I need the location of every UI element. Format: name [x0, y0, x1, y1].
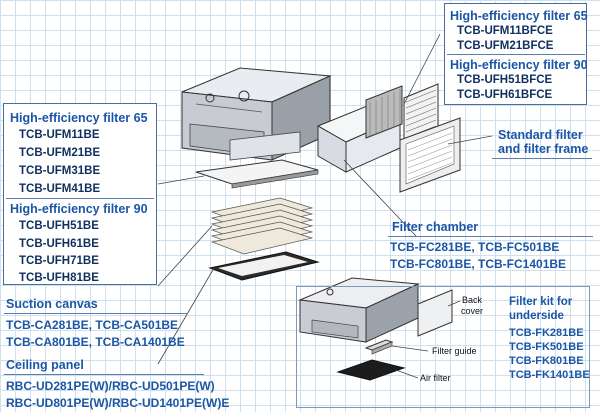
filter-kit-model-4: TCB-FK1401BE [509, 369, 590, 381]
indoor-unit-illustration [181, 67, 332, 161]
ceiling-panel-title: Ceiling panel [6, 358, 84, 372]
leader-lines [157, 33, 493, 379]
back-cover-illustration [417, 289, 453, 337]
ceiling-panel-models-2: RBC-UD801PE(W)/RBC-UD1401PE(W)E [6, 396, 230, 410]
left-group1-title: High-efficiency filter 65 [10, 111, 148, 125]
standard-filter-label-line2: and filter frame [498, 142, 589, 156]
top-right-divider [447, 54, 585, 55]
filter-kit-panel [296, 286, 590, 408]
ceiling-panel-underline [4, 374, 204, 375]
back-cover-label-line2: cover [461, 306, 484, 316]
filter-chamber-title: Filter chamber [392, 220, 479, 234]
left-group1-model-3: TCB-UFM31BE [19, 165, 101, 177]
filter-kit-title-line2: underside [509, 310, 564, 322]
left-filter-panel [3, 103, 157, 285]
top-right-group1-title: High-efficiency filter 65 [450, 9, 588, 23]
top-right-group2-model-2: TCB-UFH61BFCE [457, 89, 553, 101]
ceiling-panel-illustration [208, 251, 320, 281]
left-group2-model-1: TCB-UFH51BE [19, 220, 99, 232]
filter-kit-model-2: TCB-FK501BE [509, 341, 584, 353]
left-group2-model-4: TCB-UFH81BE [19, 272, 99, 284]
top-right-group1-model-1: TCB-UFM11BFCE [457, 25, 553, 37]
left-group2-model-2: TCB-UFH61BE [19, 238, 99, 250]
left-group2-model-3: TCB-UFH71BE [19, 255, 99, 267]
filter-kit-model-3: TCB-FK801BE [509, 355, 584, 367]
filter-kit-model-1: TCB-FK281BE [509, 327, 584, 339]
suction-canvas-models-2: TCB-CA801BE, TCB-CA1401BE [6, 335, 185, 349]
left-group2-title: High-efficiency filter 90 [10, 202, 148, 216]
air-filter-illustration [336, 359, 406, 381]
ceiling-panel-models-1: RBC-UD281PE(W)/RBC-UD501PE(W) [6, 379, 215, 393]
left-group1-model-4: TCB-UFM41BE [19, 183, 101, 195]
left-panel-divider [6, 198, 154, 199]
filter-chamber-models-2: TCB-FC801BE, TCB-FC1401BE [390, 257, 567, 271]
suction-canvas-models-1: TCB-CA281BE, TCB-CA501BE [6, 318, 179, 332]
standard-filter-label-line1: Standard filter [498, 128, 583, 142]
standard-filter-illustration [399, 117, 461, 193]
suction-canvas-underline [4, 313, 188, 314]
filter-kit-title-line1: Filter kit for [509, 296, 573, 308]
left-group1-model-1: TCB-UFM11BE [19, 129, 100, 141]
suction-canvas-title: Suction canvas [6, 297, 98, 311]
top-right-group1-model-2: TCB-UFM21BFCE [457, 40, 554, 52]
standard-filter-underline [492, 158, 592, 159]
high-efficiency-filter-illustration [195, 159, 319, 189]
back-cover-label-line1: Back [462, 295, 483, 305]
filter-chamber-illustration [316, 85, 403, 173]
left-group1-model-2: TCB-UFM21BE [19, 147, 101, 159]
filter-guide-label: Filter guide [432, 346, 477, 356]
air-filter-label: Air filter [420, 373, 451, 383]
filter-chamber-underline [388, 236, 593, 237]
top-right-group2-model-1: TCB-UFH51BFCE [457, 74, 553, 86]
top-right-group2-title: High-efficiency filter 90 [450, 58, 588, 72]
suction-canvas-illustration [210, 197, 314, 255]
filter-chamber-models-1: TCB-FC281BE, TCB-FC501BE [390, 240, 560, 254]
